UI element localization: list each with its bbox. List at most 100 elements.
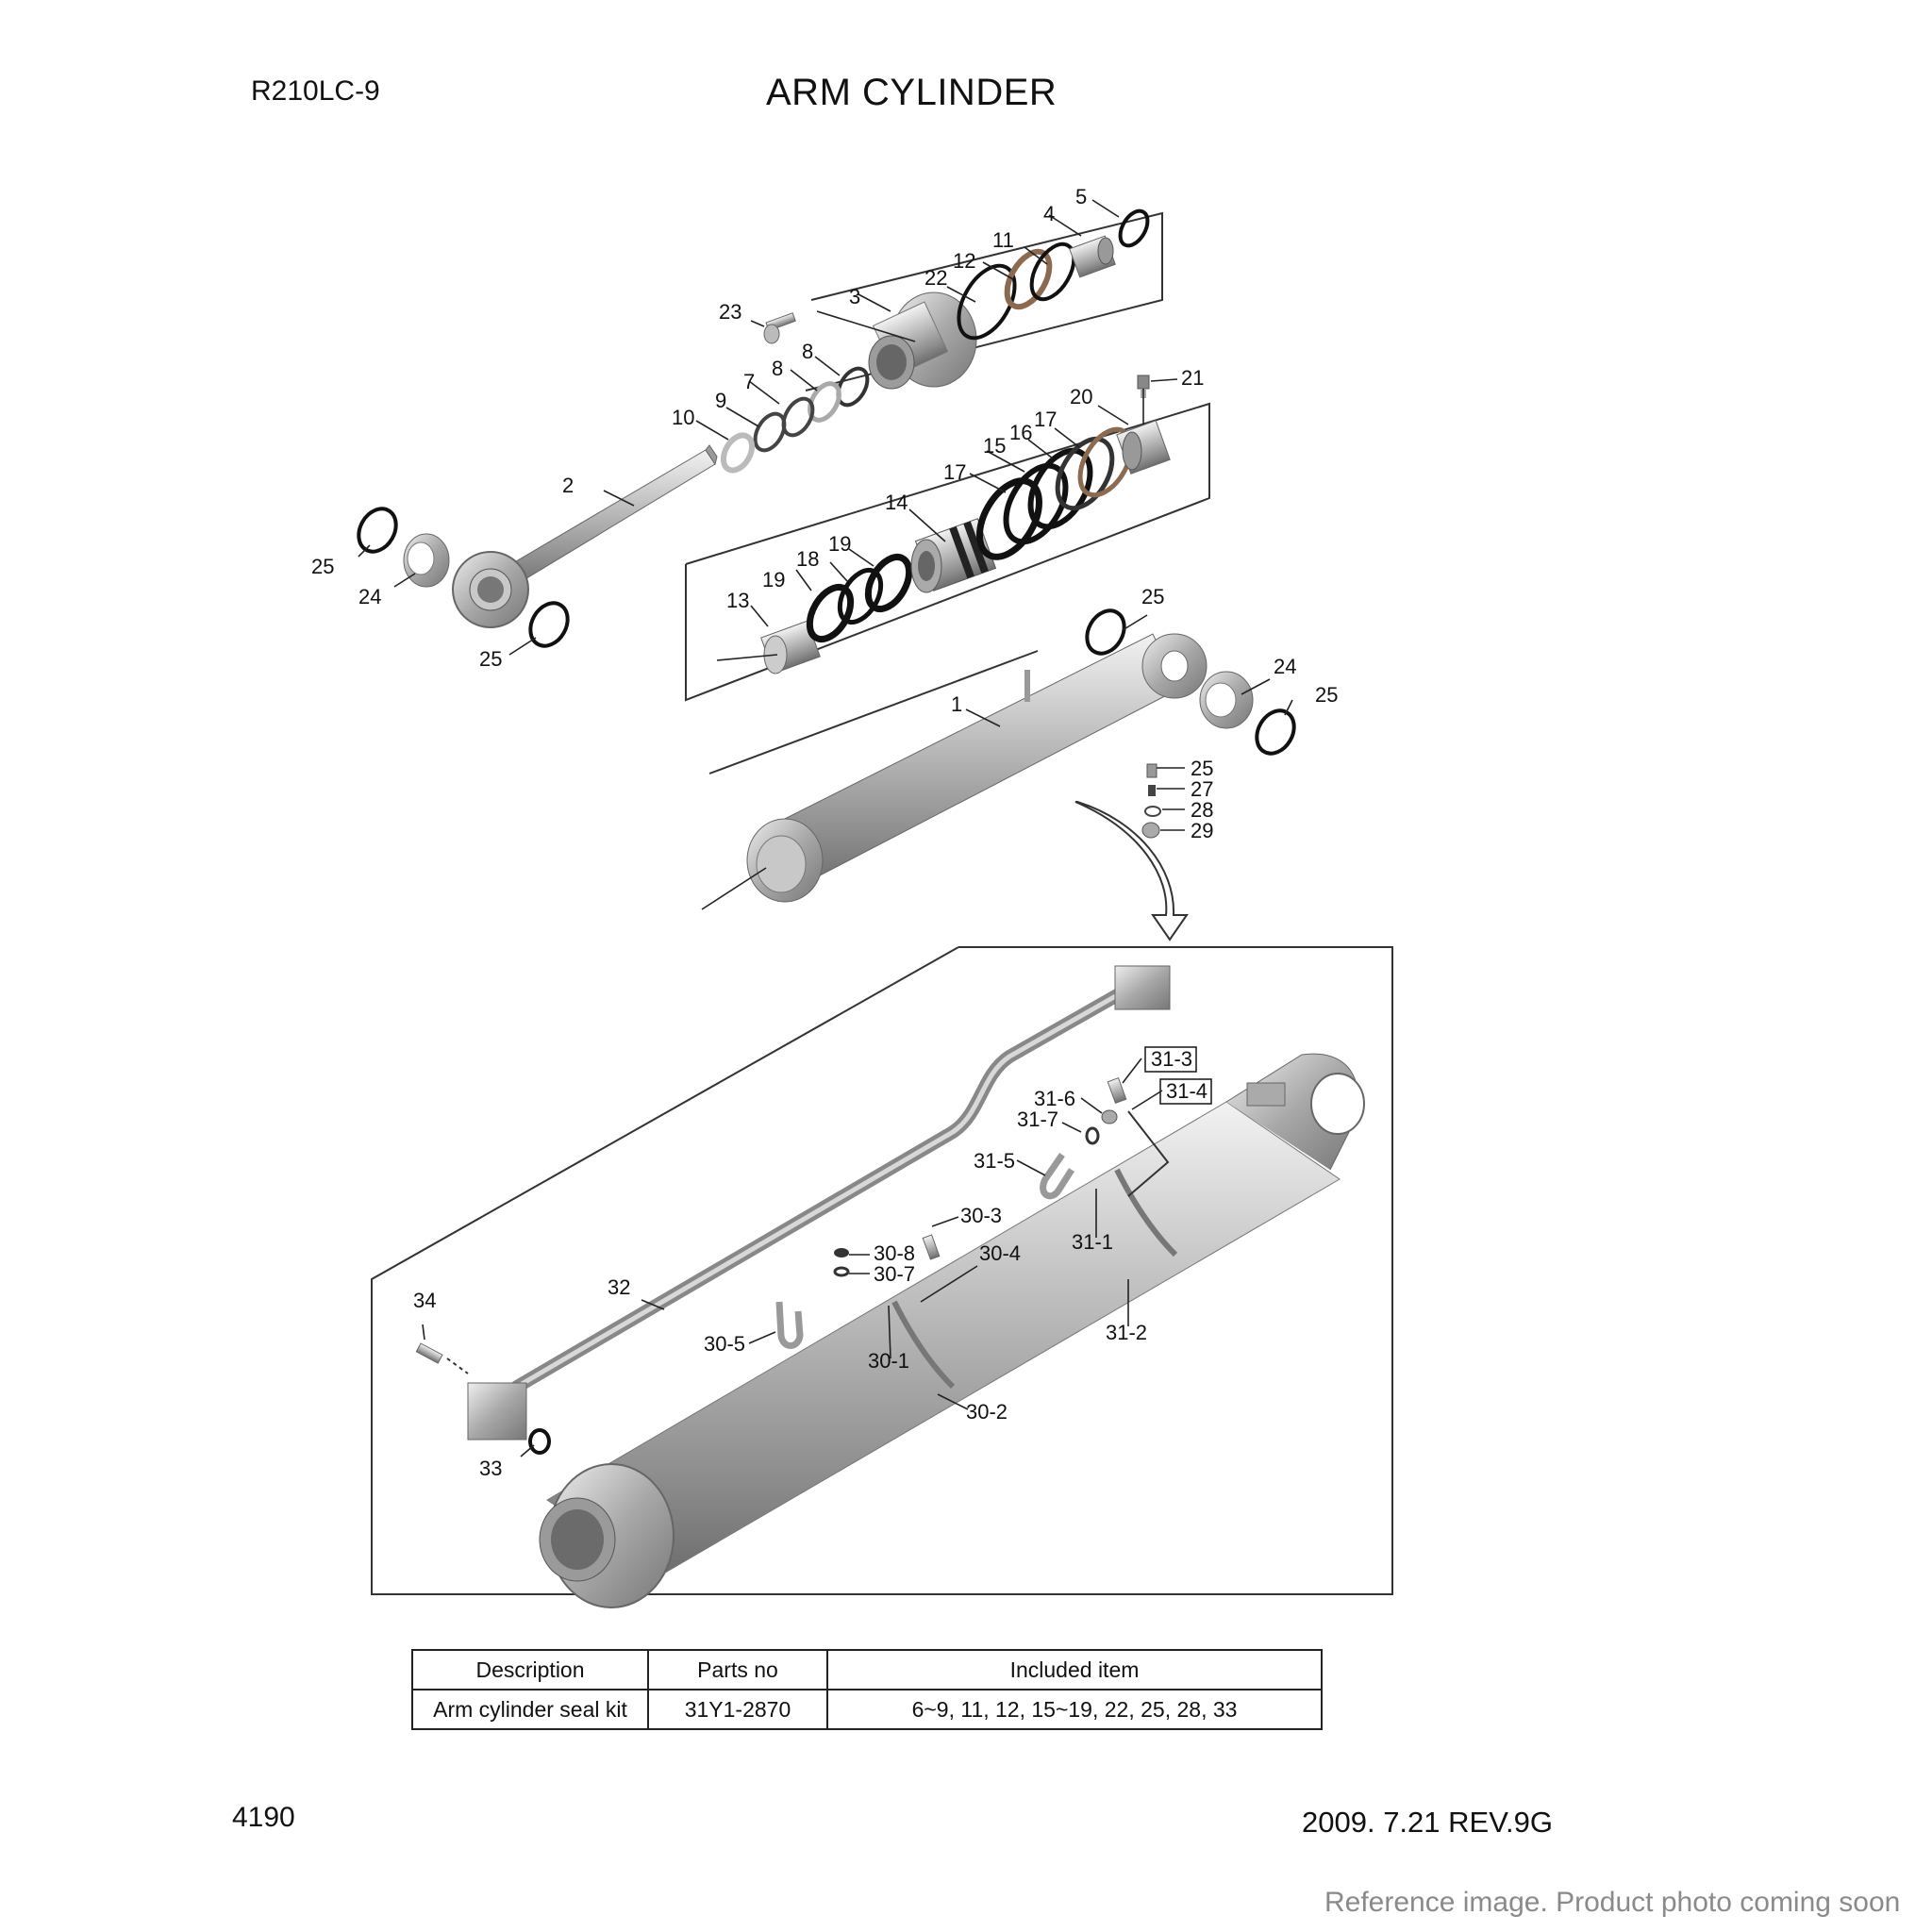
callout-14: 14: [885, 491, 908, 514]
callout-20: 20: [1070, 385, 1092, 408]
collar-20: [1116, 420, 1171, 475]
seal-ring-25-a: [357, 507, 398, 554]
ring-20-slide: [1077, 426, 1134, 498]
leader-lines: [358, 199, 1293, 1457]
piston-rod: [452, 444, 718, 628]
callout-31-4: 31-4: [1166, 1079, 1208, 1103]
box-31-4: [1159, 1078, 1212, 1105]
callout-labels: 2 3 4 5 7 8 8 9 10 11 12 22 23 13 14 15 …: [311, 185, 1338, 1480]
washer-30-8: [834, 1248, 849, 1257]
callout-31-5: 31-5: [974, 1149, 1015, 1173]
callout-1: 1: [951, 692, 962, 716]
callout-18: 18: [796, 547, 819, 571]
seal-ring-25-d: [1255, 708, 1296, 756]
callout-31-3: 31-3: [1151, 1047, 1192, 1071]
oring-33: [528, 1428, 551, 1455]
u-bolt-30-5: [775, 1301, 804, 1349]
callout-31-6: 31-6: [1034, 1087, 1075, 1110]
callout-12: 12: [953, 249, 975, 273]
seal-kit-table: Description Parts no Included item Arm c…: [411, 1649, 1323, 1730]
nut-31-6: [1101, 1109, 1118, 1124]
rod-cover-3: [868, 291, 977, 390]
seal-8-a: [808, 381, 841, 423]
ring-15: [1003, 462, 1069, 545]
callout-25c: 25: [1141, 585, 1164, 608]
tube-bushing-24: [1199, 671, 1254, 729]
cap-29: [1141, 822, 1160, 839]
washer-31-7: [1085, 1126, 1100, 1145]
callout-3: 3: [849, 285, 860, 308]
bushing-4: [1069, 235, 1116, 278]
page-number: 4190: [232, 1802, 295, 1833]
callout-25a: 25: [311, 555, 334, 578]
seal-ring-25-b: [528, 601, 570, 648]
oring-28: [1144, 806, 1161, 817]
callout-24a: 24: [358, 585, 381, 608]
callout-25b: 25: [479, 647, 502, 671]
callout-4: 4: [1043, 202, 1055, 225]
callout-7: 7: [743, 370, 755, 393]
callout-30-5: 30-5: [704, 1332, 745, 1356]
tube-group-frame: [708, 650, 1039, 774]
callout-27: 27: [1191, 777, 1213, 801]
callout-23: 23: [719, 300, 741, 324]
ring-11: [1029, 242, 1076, 302]
callout-8a: 8: [772, 357, 783, 380]
callout-8b: 8: [802, 340, 813, 363]
seal-7: [781, 396, 815, 438]
clamp-line-31-4: [1127, 1110, 1170, 1197]
column-header: Included item: [826, 1649, 1323, 1690]
callout-25d: 25: [1315, 683, 1338, 707]
fitting-27: [1148, 785, 1156, 796]
callout-24b: 24: [1274, 655, 1296, 678]
cylinder-tube-1: [746, 633, 1208, 903]
table-cell: 6~9, 11, 12, 15~19, 22, 25, 28, 33: [826, 1689, 1323, 1730]
callout-2: 2: [562, 474, 574, 497]
callout-17b: 17: [1034, 408, 1057, 431]
table-cell: 31Y1-2870: [647, 1689, 828, 1730]
table-cell: Arm cylinder seal kit: [411, 1689, 649, 1730]
callout-11: 11: [992, 228, 1014, 252]
table-header-row: Description Parts no Included item: [411, 1649, 1323, 1690]
callout-16: 16: [1009, 421, 1032, 444]
bolt-34: [415, 1342, 469, 1374]
assembly-arrow: [1074, 801, 1189, 941]
pipe-32: [467, 965, 1171, 1441]
callout-34: 34: [413, 1289, 436, 1312]
callout-32: 32: [608, 1275, 630, 1299]
seal-9: [753, 411, 787, 453]
bolt-23: [763, 312, 796, 344]
band-30-1: [891, 1300, 956, 1390]
callout-10: 10: [672, 406, 694, 429]
detail-frame: [371, 946, 1393, 1595]
seal-ring-25-c: [1085, 608, 1126, 656]
callout-22: 22: [924, 266, 947, 290]
revision-date: 2009. 7.21 REV.9G: [1302, 1806, 1553, 1839]
callout-30-7: 30-7: [874, 1262, 915, 1286]
ring-17-a: [976, 477, 1042, 560]
ring-17-b: [1055, 436, 1115, 511]
callout-30-4: 30-4: [979, 1241, 1021, 1265]
band-31-2: [1114, 1168, 1178, 1257]
callout-30-8: 30-8: [874, 1241, 915, 1265]
ring-16: [1027, 447, 1093, 530]
callout-30-3: 30-3: [960, 1204, 1002, 1227]
rod-group-frame: [805, 211, 1163, 391]
table-row: Arm cylinder seal kit 31Y1-2870 6~9, 11,…: [411, 1689, 1323, 1730]
washer-30-7: [833, 1266, 850, 1277]
model-label: R210LC-9: [251, 75, 380, 107]
callout-19b: 19: [828, 532, 851, 556]
callout-21: 21: [1181, 366, 1204, 390]
ring-19-b: [864, 554, 913, 612]
callout-31-1: 31-1: [1072, 1230, 1113, 1254]
callout-17a: 17: [943, 460, 966, 484]
callout-31-7: 31-7: [1017, 1108, 1058, 1131]
callout-28: 28: [1191, 798, 1213, 822]
column-header: Description: [411, 1649, 649, 1690]
callout-9: 9: [715, 389, 726, 412]
column-header: Parts no: [647, 1649, 828, 1690]
callout-30-2: 30-2: [966, 1400, 1008, 1424]
callout-5: 5: [1075, 185, 1087, 208]
callout-13: 13: [726, 589, 749, 612]
